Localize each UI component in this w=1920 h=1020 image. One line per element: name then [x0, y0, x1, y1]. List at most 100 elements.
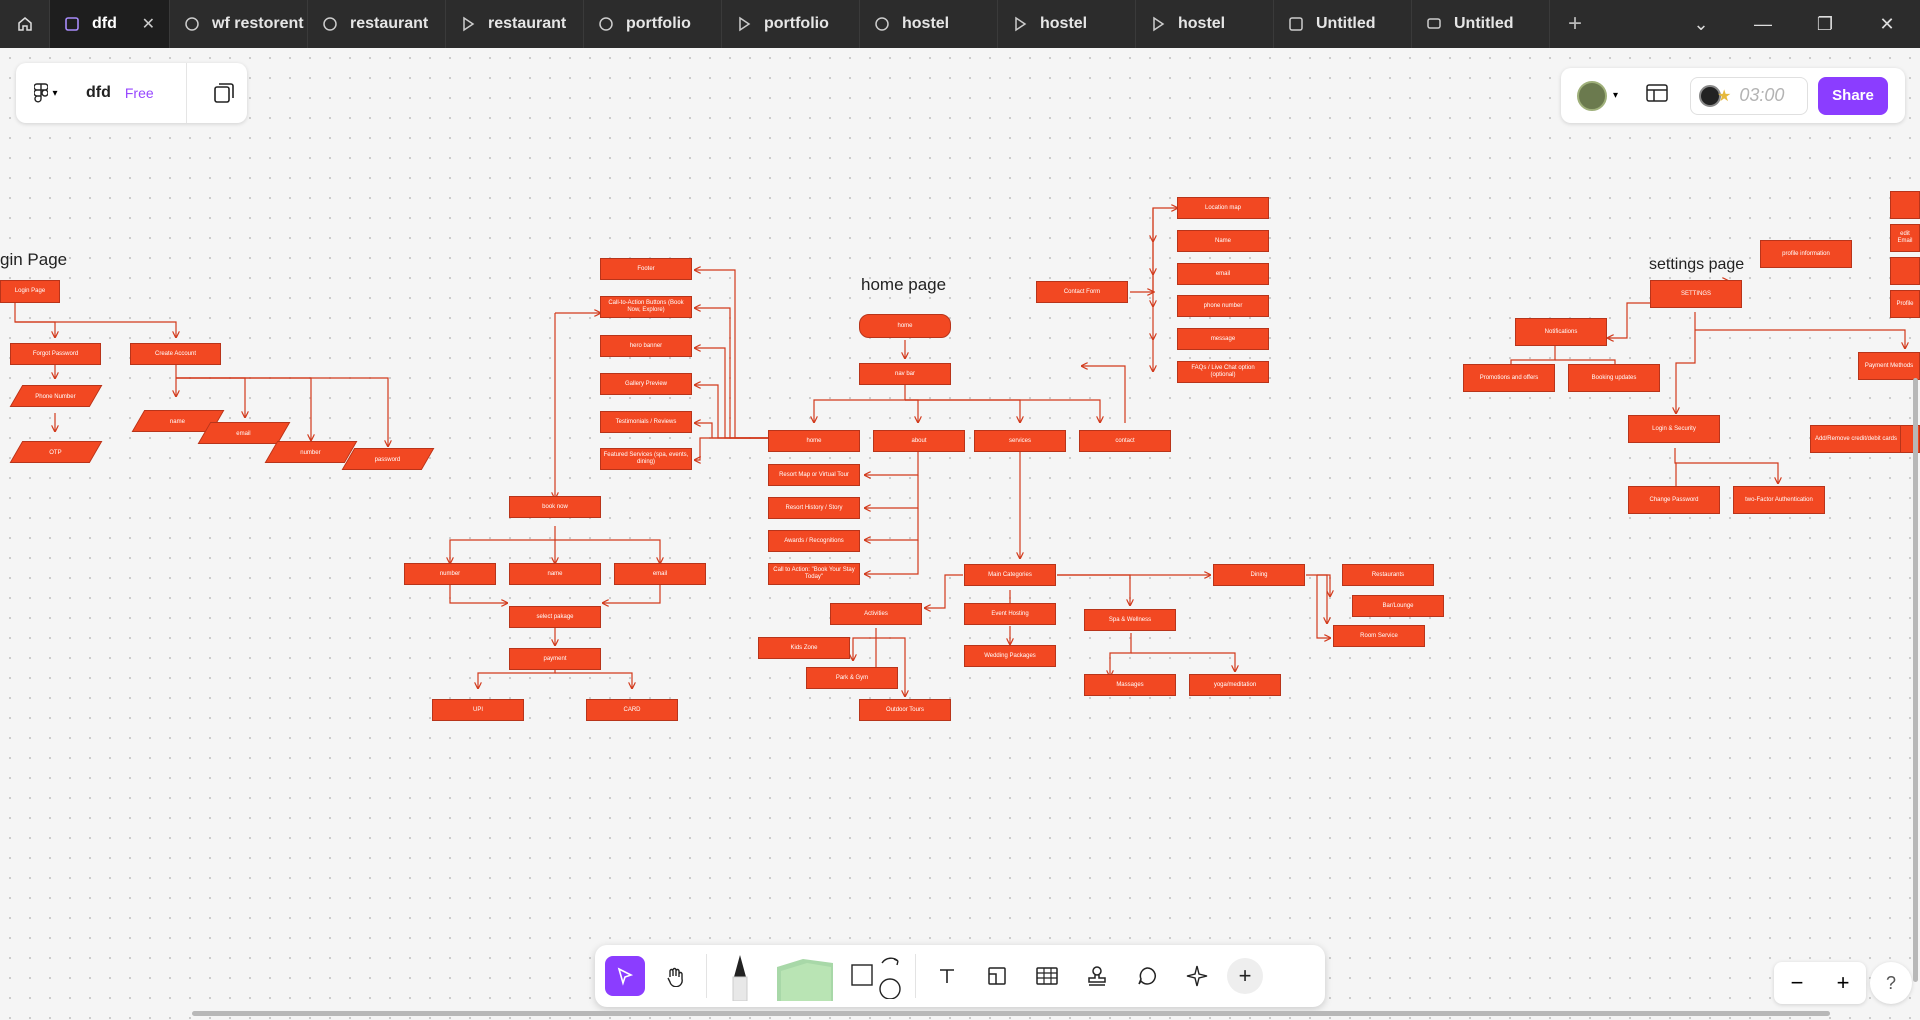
text-tool[interactable]	[927, 956, 967, 996]
flow-node[interactable]: Featured Services (spa, events, dining)	[600, 448, 692, 470]
flow-node[interactable]: about	[873, 430, 965, 452]
flow-node[interactable]: phone number	[1177, 295, 1269, 317]
flow-node[interactable]: Outdoor Tours	[859, 699, 951, 721]
table-tool[interactable]	[1027, 956, 1067, 996]
flow-node[interactable]: Forgot Password	[10, 343, 101, 365]
flow-node[interactable]: Location map	[1177, 197, 1269, 219]
flow-node[interactable]: nav bar	[859, 363, 951, 385]
canvas[interactable]: gin Page Login Page Forgot Password Crea…	[0, 48, 1920, 1020]
flow-node[interactable]: Promotions and offers	[1463, 364, 1555, 392]
restore-button[interactable]: ❐	[1816, 13, 1834, 34]
flow-node[interactable]: Resort History / Story	[768, 497, 860, 519]
flow-node[interactable]: book now	[509, 496, 601, 518]
flow-node[interactable]: UPI	[432, 699, 524, 721]
main-menu-button[interactable]: ▾	[16, 83, 76, 103]
close-icon[interactable]: ✕	[141, 16, 155, 33]
comment-tool[interactable]	[1127, 956, 1167, 996]
flow-node[interactable]: name	[509, 563, 601, 585]
flow-node[interactable]: home	[768, 430, 860, 452]
avatar[interactable]	[1577, 80, 1607, 111]
flow-node[interactable]: payment	[509, 648, 601, 670]
flow-node[interactable]: Payment Methods	[1858, 352, 1920, 380]
file-name[interactable]: dfd	[86, 84, 111, 101]
flow-node[interactable]: Resort Map or Virtual Tour	[768, 464, 860, 486]
flow-node[interactable]: Kids Zone	[758, 637, 850, 659]
chevron-down-icon[interactable]: ⌄	[1693, 13, 1709, 34]
marker-tool[interactable]	[718, 955, 762, 1001]
ai-tool[interactable]	[1177, 956, 1217, 996]
tab-wf-restorent[interactable]: wf restorent	[170, 0, 308, 48]
flow-node[interactable]: Login Page	[0, 280, 60, 303]
section-tool[interactable]	[977, 956, 1017, 996]
pages-button[interactable]	[212, 81, 236, 110]
more-tools-button[interactable]: +	[1227, 958, 1263, 994]
flow-node[interactable]	[1890, 257, 1920, 285]
flow-node[interactable]	[1890, 191, 1920, 219]
tab-portfolio-2[interactable]: portfolio	[722, 0, 860, 48]
flow-node[interactable]: Login & Security	[1628, 415, 1720, 443]
minimize-button[interactable]: —	[1754, 13, 1772, 34]
home-button[interactable]	[0, 0, 50, 48]
tab-untitled-2[interactable]: Untitled	[1412, 0, 1550, 48]
flow-node[interactable]: Create Account	[130, 343, 221, 365]
flow-node[interactable]: SETTINGS	[1650, 280, 1742, 308]
layout-button[interactable]	[1646, 83, 1668, 108]
tab-hostel-2[interactable]: hostel	[998, 0, 1136, 48]
flow-node[interactable]: email	[1177, 263, 1269, 285]
flow-node[interactable]: Event Hosting	[964, 603, 1056, 625]
flow-node[interactable]: email	[614, 563, 706, 585]
flow-node[interactable]: Gallery Preview	[600, 373, 692, 395]
flow-node[interactable]: Wedding Packages	[964, 645, 1056, 667]
zoom-in-button[interactable]: +	[1820, 970, 1866, 996]
flow-node[interactable]: Bar/Lounge	[1352, 595, 1444, 617]
share-button[interactable]: Share	[1818, 76, 1889, 115]
move-tool[interactable]	[605, 956, 645, 996]
vertical-scrollbar[interactable]	[1913, 378, 1918, 982]
flow-node[interactable]: yoga/meditation	[1189, 674, 1281, 696]
flow-node[interactable]: Massages	[1084, 674, 1176, 696]
flow-node[interactable]: Booking updates	[1568, 364, 1660, 392]
flow-node[interactable]: Notifications	[1515, 318, 1607, 346]
shape-tool[interactable]	[848, 956, 904, 999]
flow-node[interactable]: Restaurants	[1342, 564, 1434, 586]
tab-dfd[interactable]: dfd ✕	[50, 0, 170, 48]
flow-node[interactable]: Footer	[600, 258, 692, 280]
zoom-out-button[interactable]: −	[1774, 970, 1820, 996]
chevron-down-icon[interactable]: ▾	[1613, 90, 1619, 101]
close-window-button[interactable]: ✕	[1879, 13, 1895, 34]
flow-node[interactable]: Awards / Recognitions	[768, 530, 860, 552]
flow-node[interactable]: services	[974, 430, 1066, 452]
flow-node-input[interactable]: password	[341, 448, 435, 470]
new-tab-button[interactable]: +	[1550, 10, 1600, 38]
flow-node[interactable]: Contact Form	[1036, 281, 1128, 303]
flow-node[interactable]: Add/Remove credit/debit cards	[1810, 425, 1902, 453]
flow-node[interactable]: FAQs / Live Chat option (optional)	[1177, 361, 1269, 383]
tab-untitled[interactable]: Untitled	[1274, 0, 1412, 48]
flow-node[interactable]: contact	[1079, 430, 1171, 452]
flow-node-input[interactable]: number	[264, 441, 358, 463]
tab-restaurant[interactable]: restaurant	[308, 0, 446, 48]
flow-node[interactable]: CARD	[586, 699, 678, 721]
flow-node[interactable]: Activities	[830, 603, 922, 625]
tab-restaurant-2[interactable]: restaurant	[446, 0, 584, 48]
flow-node[interactable]: hero banner	[600, 335, 692, 357]
flow-node[interactable]: Call to Action: "Book Your Stay Today"	[768, 563, 860, 585]
tab-hostel-3[interactable]: hostel	[1136, 0, 1274, 48]
flow-node[interactable]: Room Service	[1333, 625, 1425, 647]
flow-node[interactable]: profile information	[1760, 240, 1852, 268]
tab-portfolio[interactable]: portfolio	[584, 0, 722, 48]
stamp-tool[interactable]	[1077, 956, 1117, 996]
flow-node[interactable]: two-Factor Authentication	[1733, 486, 1825, 514]
flow-node[interactable]: Name	[1177, 230, 1269, 252]
flow-node[interactable]: home	[859, 314, 951, 338]
horizontal-scrollbar[interactable]	[192, 1011, 1830, 1016]
flow-node-input[interactable]: OTP	[9, 441, 103, 463]
help-button[interactable]: ?	[1870, 962, 1912, 1004]
flow-node[interactable]: Spa & Wellness	[1084, 609, 1176, 631]
flow-node[interactable]: Dining	[1213, 564, 1305, 586]
hand-tool[interactable]	[655, 956, 695, 996]
timer-button[interactable]: ★ 03:00	[1690, 76, 1809, 115]
flow-node[interactable]: select pakage	[509, 606, 601, 628]
sticky-note-tool[interactable]	[772, 956, 838, 1001]
flow-node[interactable]: Change Password	[1628, 486, 1720, 514]
